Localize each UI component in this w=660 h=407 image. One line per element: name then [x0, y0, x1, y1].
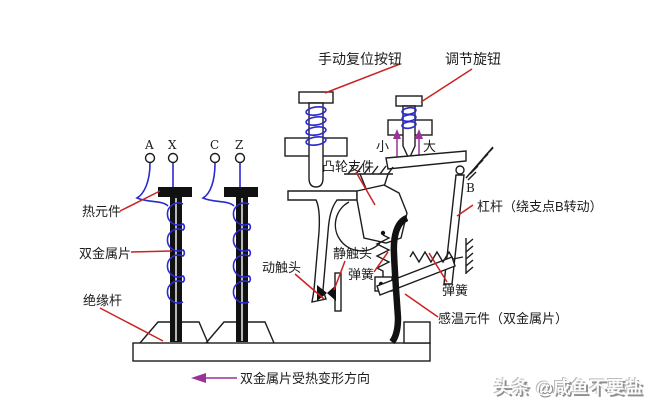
- terminal-a-post: [144, 152, 156, 164]
- heater-wiring: [135, 162, 252, 304]
- terminal-x-label: X: [168, 138, 177, 152]
- terminals: A X C Z: [144, 138, 246, 164]
- wire-c: [201, 162, 235, 207]
- knob-spring-coil: [401, 106, 417, 130]
- adjust-range-indicator: 小 大: [376, 129, 436, 158]
- heater-coil-1: [166, 202, 186, 304]
- large-label: 大: [423, 139, 436, 154]
- up-arrow-icon: [415, 129, 423, 139]
- knob-shaft: [402, 105, 416, 161]
- right-spring: [409, 238, 474, 274]
- anchor-hatch-right-wall: [465, 238, 474, 274]
- up-arrow-icon: [393, 129, 401, 139]
- reset-spring-coil: [305, 106, 327, 146]
- temp-sensor-strip: [389, 214, 409, 345]
- lever-label: 杠杆（绕支点B转动）: [477, 199, 603, 214]
- lever-assembly: B: [385, 146, 494, 285]
- lever-beam: [385, 150, 467, 170]
- terminal-a-label: A: [144, 138, 154, 152]
- deform-direction-note: 双金属片受热变形方向: [191, 371, 370, 386]
- terminal-c-post: [209, 152, 221, 164]
- pivot-b: [455, 165, 465, 175]
- terminal-z-post: [234, 152, 246, 164]
- lever-arm: [443, 174, 465, 285]
- wire-a: [135, 162, 169, 207]
- bimetal-strip-2: [224, 187, 258, 342]
- adjust-knob-screw: [387, 95, 433, 161]
- watermark: 头条 @咸鱼不要盐: [494, 378, 644, 397]
- base-step: [403, 321, 431, 344]
- bimetal-strip-1: [158, 187, 192, 342]
- cam-curve: [334, 201, 381, 252]
- terminal-c-label: C: [210, 138, 219, 152]
- static-contact-label: 静触头: [333, 246, 372, 261]
- spring-right-label: 弹簧: [442, 283, 468, 298]
- leader-lines: [99, 63, 474, 342]
- heater-coil-2: [232, 202, 252, 304]
- moving-contact-tip: [317, 285, 327, 301]
- anchor-hatch-top-right: [465, 146, 494, 181]
- deform-direction-label: 双金属片受热变形方向: [240, 371, 370, 386]
- knob-head: [395, 95, 423, 107]
- heat-element-label: 热元件: [82, 204, 121, 219]
- manual-reset-screw: [284, 91, 348, 188]
- base-plate: [132, 321, 431, 362]
- insulation-rod-label: 绝缘杆: [83, 293, 122, 308]
- cam-support-label: 凸轮支件: [322, 159, 374, 174]
- bimetal-strip-label: 双金属片: [79, 246, 131, 261]
- left-arrow-icon: [191, 373, 206, 383]
- spring-center-label: 弹簧: [348, 267, 374, 282]
- manual-reset-label: 手动复位按钮: [318, 51, 402, 67]
- pivot-b-label: B: [466, 181, 475, 195]
- moving-contact-label: 动触头: [262, 260, 301, 275]
- adjust-knob-label: 调节旋钮: [445, 51, 501, 67]
- temp-sensor-label: 感温元件（双金属片）: [438, 311, 568, 326]
- terminal-z-label: Z: [235, 138, 243, 152]
- terminal-x-post: [167, 152, 179, 164]
- reset-head: [298, 91, 334, 104]
- small-label: 小: [376, 139, 389, 154]
